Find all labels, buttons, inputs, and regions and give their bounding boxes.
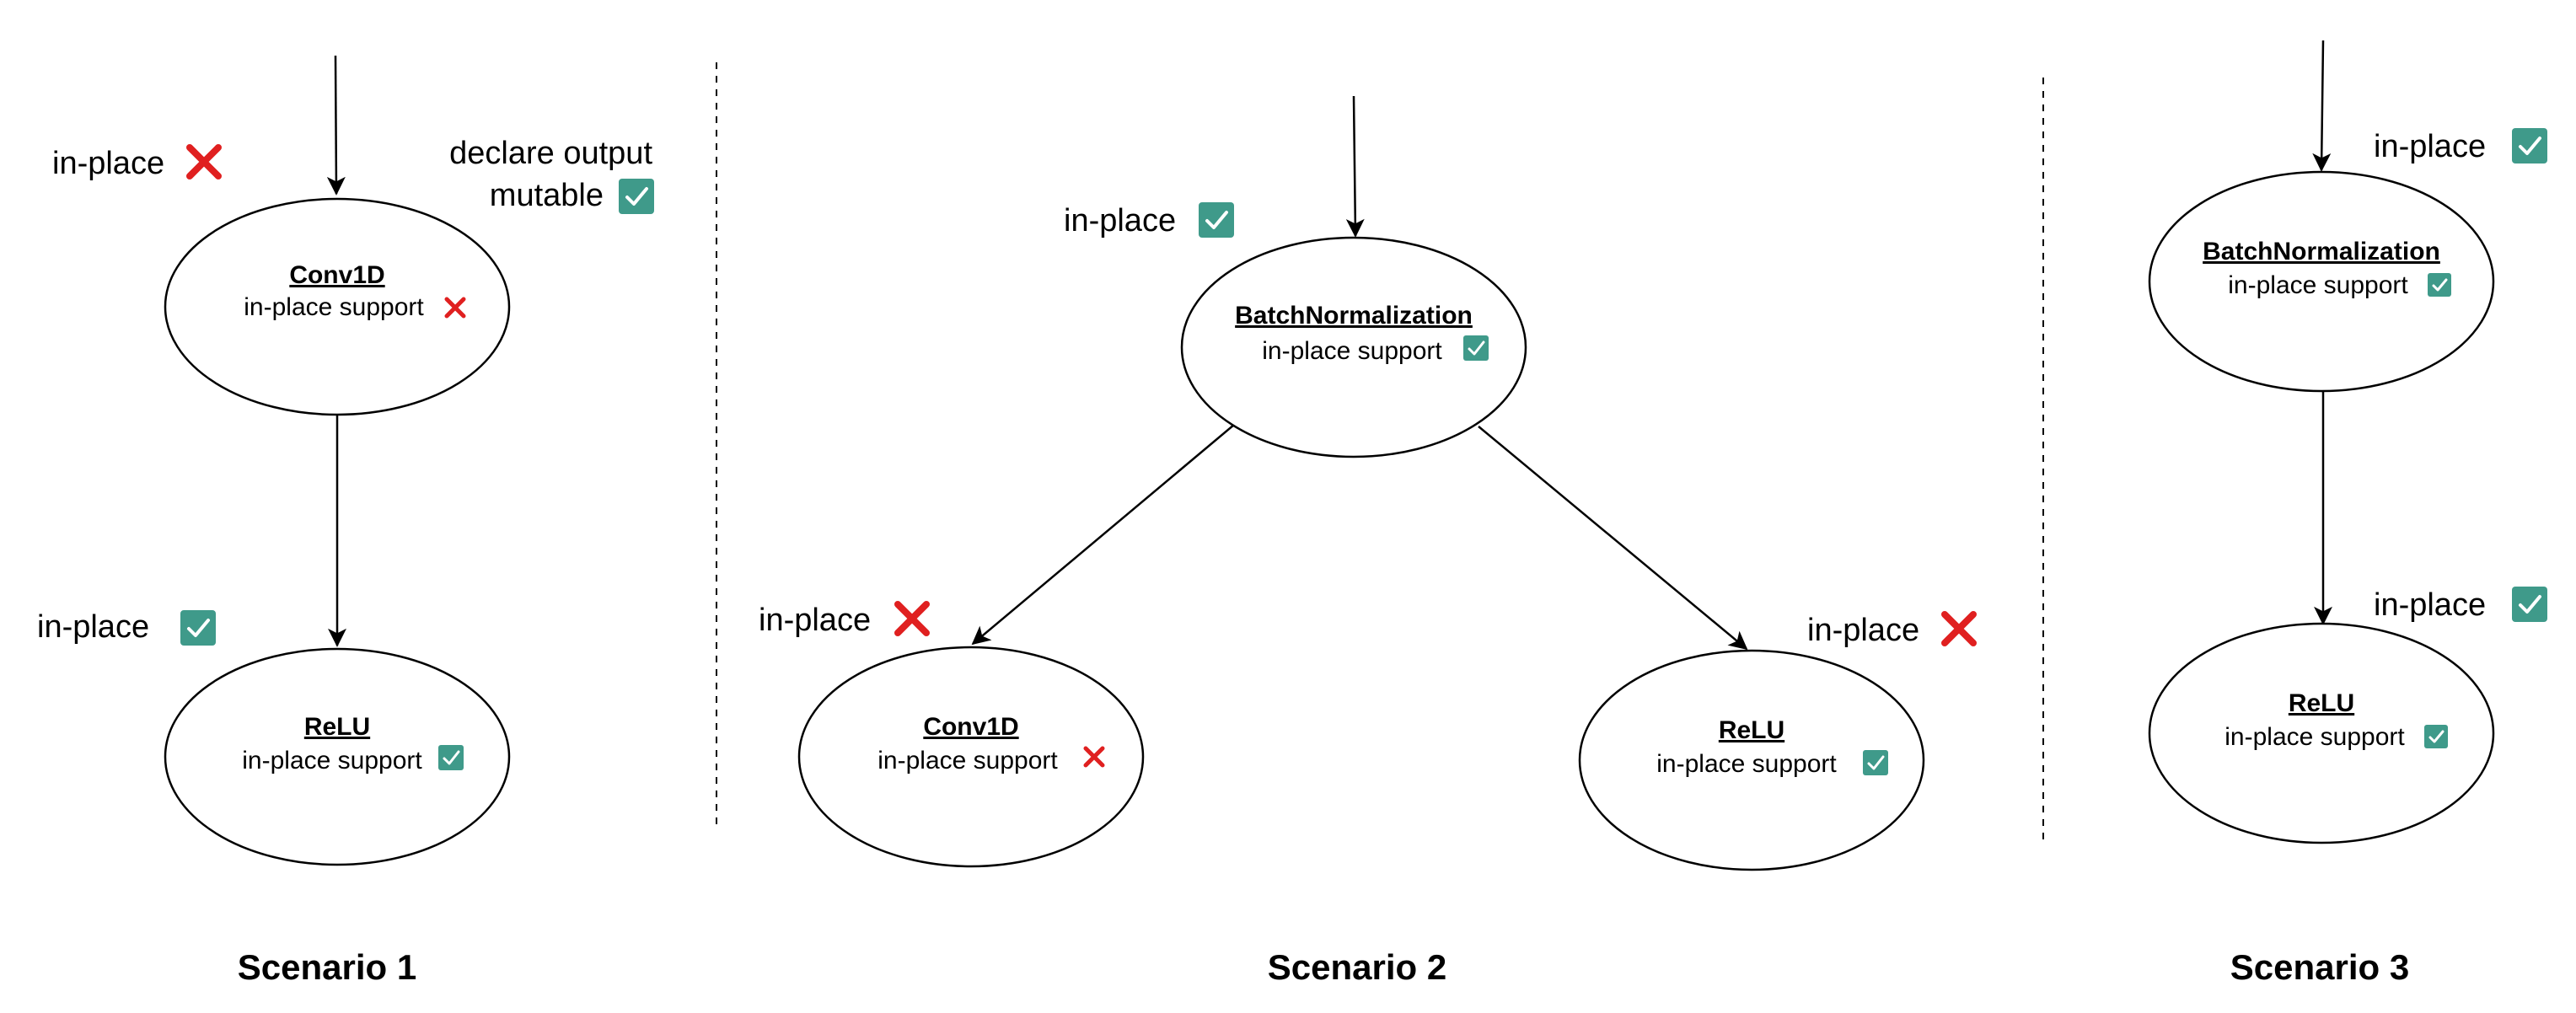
checkbox-check-icon — [2428, 273, 2451, 297]
s2-input-edge — [1345, 95, 1365, 238]
s2-relu-title: ReLU — [1719, 716, 1784, 744]
s1-declare-label-line1: declare output — [449, 136, 652, 171]
s3-input-edge-label: in-place — [2374, 129, 2486, 164]
s3-batchnorm-node[interactable]: BatchNormalization in-place support — [2148, 170, 2495, 393]
s3-relu-node[interactable]: ReLU in-place support — [2148, 622, 2495, 844]
checkbox-check-icon — [1463, 335, 1489, 361]
scenario-3: BatchNormalization in-place support ReLU… — [2148, 40, 2547, 987]
s1-relu-title: ReLU — [304, 713, 370, 741]
scenario-1: Conv1D in-place support ReLU in-place su… — [37, 55, 654, 987]
s2-conv1d-title: Conv1D — [923, 713, 1018, 741]
s3-relu-title: ReLU — [2289, 689, 2354, 717]
scenario-3-label: Scenario 3 — [2230, 947, 2409, 987]
checkbox-check-icon — [1863, 750, 1888, 775]
checkbox-check-icon — [2424, 725, 2448, 748]
cross-icon — [444, 297, 466, 319]
s3-input-edge — [2312, 40, 2332, 172]
s3-batchnorm-title: BatchNormalization — [2203, 238, 2440, 265]
s3-relu-subtitle: in-place support — [2224, 723, 2405, 751]
s1-middle-edge-label: in-place — [37, 609, 149, 645]
s1-relu-node[interactable]: ReLU in-place support — [164, 647, 511, 866]
checkbox-check-icon — [619, 179, 654, 214]
checkbox-check-icon — [438, 745, 464, 770]
checkbox-check-icon — [2512, 128, 2547, 163]
cross-icon — [1083, 746, 1105, 768]
s1-input-edge-label: in-place — [52, 146, 164, 181]
checkbox-check-icon — [180, 610, 216, 646]
s1-input-edge — [326, 55, 346, 196]
s1-declare-label-line2: mutable — [490, 178, 604, 213]
s3-batchnorm-subtitle: in-place support — [2228, 271, 2408, 299]
scenario-1-label: Scenario 1 — [238, 947, 416, 987]
s1-relu-subtitle: in-place support — [242, 747, 422, 774]
s2-bn-to-relu-edge — [1478, 426, 1748, 651]
s3-middle-edge-label: in-place — [2374, 587, 2486, 623]
s2-left-edge-label: in-place — [759, 603, 871, 638]
s2-conv1d-subtitle: in-place support — [877, 747, 1058, 774]
cross-icon — [186, 144, 222, 180]
s2-batchnorm-node[interactable]: BatchNormalization in-place support — [1180, 236, 1527, 458]
s1-conv1d-title: Conv1D — [289, 261, 384, 289]
s2-right-edge-label: in-place — [1807, 613, 1919, 648]
cross-icon — [894, 601, 930, 636]
s2-relu-subtitle: in-place support — [1656, 750, 1837, 778]
cross-icon — [1941, 611, 1977, 646]
s2-relu-node[interactable]: ReLU in-place support — [1578, 649, 1925, 871]
s1-conv1d-subtitle: in-place support — [244, 293, 424, 321]
s1-conv1d-node[interactable]: Conv1D in-place support — [164, 197, 511, 416]
checkbox-check-icon — [1199, 202, 1234, 238]
s2-bn-to-conv-edge — [971, 424, 1235, 646]
s2-input-edge-label: in-place — [1064, 203, 1176, 239]
scenario-2: BatchNormalization in-place support Conv… — [759, 95, 1977, 987]
checkbox-check-icon — [2512, 587, 2547, 622]
s2-batchnorm-title: BatchNormalization — [1235, 302, 1473, 330]
scenario-2-label: Scenario 2 — [1268, 947, 1446, 987]
s2-batchnorm-subtitle: in-place support — [1262, 337, 1442, 365]
s2-conv1d-node[interactable]: Conv1D in-place support — [797, 646, 1145, 868]
